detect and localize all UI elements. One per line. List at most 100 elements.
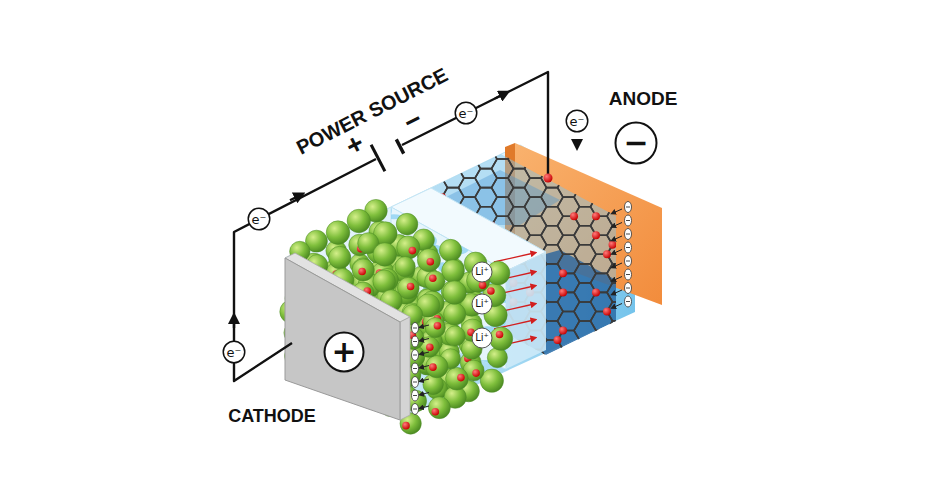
lithium-atom bbox=[592, 403, 600, 411]
lithium-atom bbox=[636, 346, 644, 354]
node-circle bbox=[472, 262, 492, 282]
electron-arrow bbox=[421, 393, 429, 395]
electron-arrow bbox=[421, 366, 429, 368]
graphite-hexagon bbox=[640, 169, 662, 188]
cathode-particles bbox=[280, 199, 513, 434]
lithium-atom bbox=[592, 212, 600, 220]
node-circle bbox=[223, 341, 245, 363]
current-arrow bbox=[233, 318, 235, 328]
graphite-hexagon bbox=[558, 388, 580, 407]
graphite-layers bbox=[405, 130, 662, 410]
electron-symbol bbox=[613, 229, 632, 241]
cathode-particle bbox=[417, 249, 440, 272]
graphite-hexagon bbox=[640, 226, 662, 245]
node-circle bbox=[566, 110, 588, 132]
cathode-particle bbox=[444, 303, 466, 325]
lithium-atom bbox=[603, 307, 611, 315]
electron-oval bbox=[625, 202, 632, 213]
graphite-hexagon bbox=[558, 178, 580, 197]
lithium-atom bbox=[592, 193, 600, 201]
cathode-particle bbox=[444, 303, 466, 325]
cathode-plate bbox=[400, 317, 410, 420]
lithium-atom bbox=[554, 336, 562, 344]
graphite-hexagon bbox=[574, 359, 596, 378]
lithium-atom bbox=[642, 222, 650, 230]
graphite-hexagon bbox=[607, 321, 629, 340]
graphite-hexagon bbox=[558, 159, 580, 178]
cathode-plate bbox=[285, 258, 400, 420]
lithium-atom bbox=[471, 136, 479, 144]
electron-sign bbox=[626, 288, 630, 289]
electron-arrow bbox=[421, 379, 429, 381]
electron-sign bbox=[413, 409, 417, 410]
electron-oval bbox=[412, 323, 419, 334]
electron-sign bbox=[626, 207, 630, 208]
lithium-atom bbox=[603, 250, 611, 258]
electron-sign bbox=[626, 274, 630, 275]
graphite-hexagon bbox=[640, 359, 662, 378]
electron-arrow bbox=[613, 223, 622, 227]
node-text: Li⁺ bbox=[475, 333, 489, 343]
lithium-atom bbox=[559, 327, 567, 335]
cathode-particle bbox=[373, 243, 396, 266]
lithium-atom bbox=[407, 283, 415, 291]
graphite-hexagon bbox=[459, 140, 481, 159]
graphite-hexagon bbox=[525, 388, 547, 407]
electron-sign bbox=[626, 261, 630, 262]
graphite-hexagon bbox=[574, 378, 596, 397]
cathode-particle bbox=[397, 236, 420, 259]
lithium-atom bbox=[457, 374, 465, 382]
electron-symbol bbox=[412, 377, 430, 388]
battery-symbol bbox=[371, 145, 385, 172]
graphite-hexagon bbox=[640, 188, 662, 207]
graphite-hexagon bbox=[591, 159, 613, 178]
electron-symbol bbox=[412, 363, 430, 374]
cathode-particle bbox=[425, 318, 445, 338]
graphite-hexagon bbox=[624, 292, 646, 311]
node-circle bbox=[472, 328, 492, 348]
electrode-label: ANODE bbox=[609, 89, 678, 108]
graphite-hexagon bbox=[574, 169, 596, 188]
electron-symbol bbox=[412, 336, 430, 347]
cathode-particle bbox=[445, 326, 465, 346]
cathode-particle bbox=[489, 327, 512, 350]
graphite-hexagon bbox=[624, 388, 646, 407]
graphite-hexagon bbox=[607, 340, 629, 359]
electron-symbol bbox=[412, 404, 430, 415]
electron-arrow bbox=[421, 339, 429, 341]
polarity-sign: + bbox=[341, 129, 368, 161]
electron-symbol bbox=[412, 323, 430, 415]
electron-symbol bbox=[613, 283, 632, 295]
node-circle bbox=[616, 123, 657, 164]
cathode-particle bbox=[428, 397, 450, 419]
lithium-atom bbox=[559, 269, 567, 277]
graphite-hexagon bbox=[591, 140, 613, 159]
lithium-atom bbox=[554, 374, 562, 382]
cathode-particle bbox=[445, 326, 465, 346]
cathode-particle bbox=[352, 259, 374, 281]
node-text: − bbox=[623, 128, 648, 158]
electron-symbol bbox=[613, 296, 632, 308]
battery-symbol bbox=[371, 139, 404, 171]
electron-arrow bbox=[421, 352, 429, 354]
cathode-particle bbox=[329, 246, 351, 268]
electron-oval bbox=[625, 229, 632, 240]
ion-flow-arrow bbox=[494, 253, 534, 262]
electron-arrow bbox=[613, 263, 622, 267]
graphite-hexagon bbox=[624, 331, 646, 350]
cathode-particle bbox=[396, 213, 418, 235]
lithium-atom bbox=[570, 212, 578, 220]
lithium-atom bbox=[592, 231, 600, 239]
graphite-hexagon bbox=[591, 388, 613, 407]
graphite-hexagon bbox=[624, 369, 646, 388]
lithium-atom bbox=[603, 193, 611, 201]
graphite-hexagon bbox=[541, 150, 563, 169]
graphite-hexagon bbox=[558, 369, 580, 388]
electron-oval bbox=[412, 390, 419, 401]
electron-sign bbox=[413, 382, 417, 383]
lithium-atom bbox=[559, 288, 567, 296]
graphite-hexagon bbox=[640, 340, 662, 359]
lithium-atom bbox=[405, 136, 661, 411]
electron-symbol bbox=[412, 390, 430, 401]
